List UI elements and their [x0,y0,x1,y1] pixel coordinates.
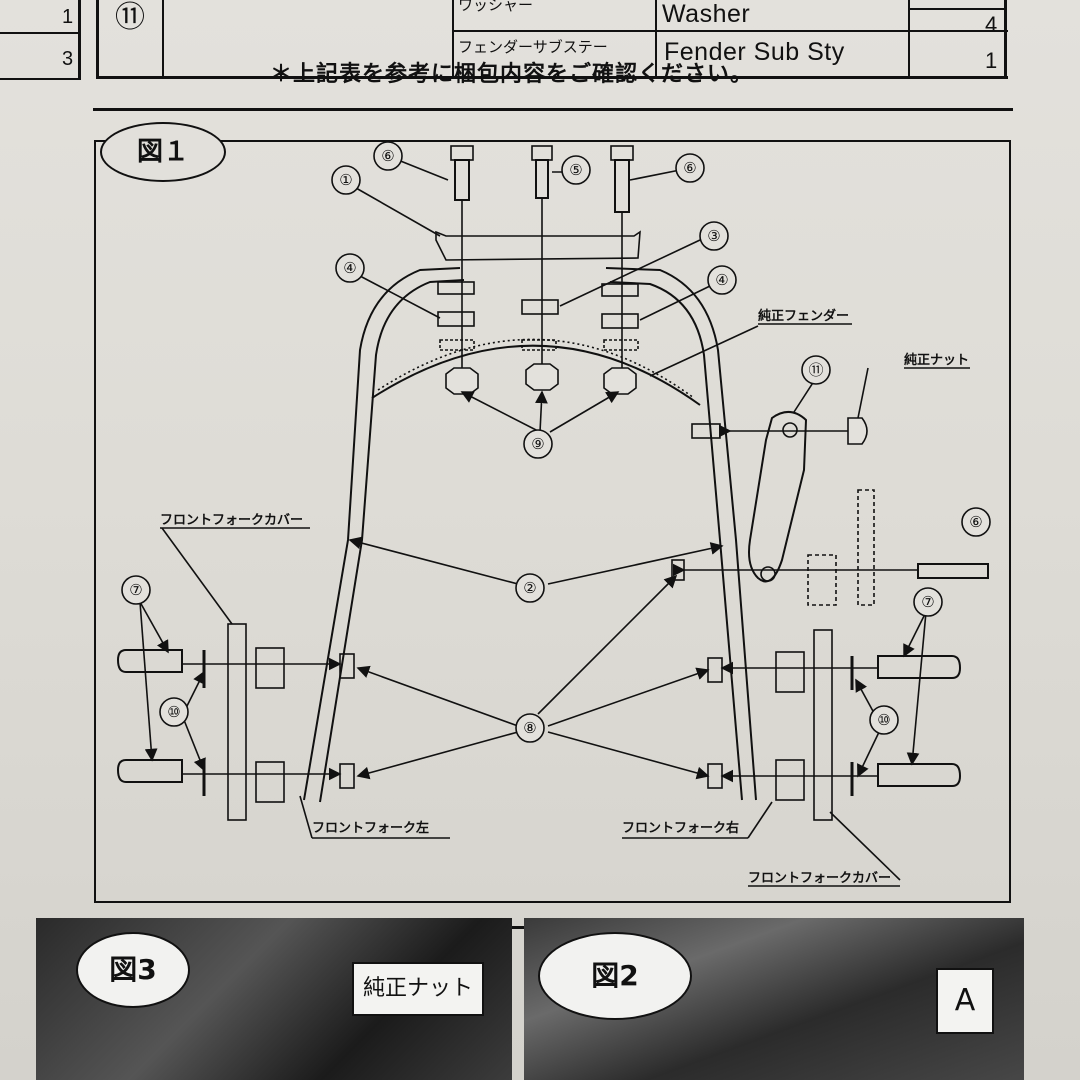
washer-en: Washer [662,0,751,28]
fender-sub-stay [748,411,808,583]
label-fork-left: フロントフォーク左 [312,820,429,836]
callout-4-a: ④ [343,260,356,277]
figure-2-label-a: A [936,968,994,1034]
label-fork-cover-left: フロントフォークカバー [160,513,303,528]
part-number-11: ⑪ [115,1,145,34]
confirm-contents-note: ＊上記表を参考に梱包内容をご確認ください。 [270,62,754,87]
figure-1-title: 図１ [100,122,226,182]
parts-table: 1 3 ⑪ ワッシャー Washer 4 フェンダーサブステー Fender S… [0,0,1080,80]
fender-sub-stay-en: Fender Sub Sty [664,38,845,66]
figure-3-title: 図3 [76,932,190,1008]
callout-4-b: ④ [715,272,728,289]
label-fork-cover-right: フロントフォークカバー [748,871,891,886]
label-oem-nut: 純正ナット [904,352,969,368]
callout-10-a: ⑩ [167,704,180,721]
figure-3-oem-nut-label: 純正ナット [352,962,484,1016]
oem-fender-arc [371,344,701,406]
fender-sub-stay-qty: 1 [985,48,998,73]
callout-5: ⑤ [569,162,582,179]
left-qty-2: 3 [62,48,74,70]
washer-qty: 4 [985,12,998,37]
callout-7-b: ⑦ [921,594,934,611]
callout-7-a: ⑦ [129,582,142,599]
fork-cover-right [813,629,833,821]
callout-9: ⑨ [531,436,544,453]
top-bracket-plate [435,230,641,261]
callout-11: ⑪ [808,362,823,379]
figure-3-photo: 図3 純正ナット [36,918,512,1080]
washer-jp: ワッシャー [458,0,534,14]
callout-2: ② [523,580,536,597]
callout-6-a: ⑥ [381,148,394,165]
callout-6-c: ⑥ [969,514,982,531]
callout-6-b: ⑥ [683,160,696,177]
left-qty-1: 1 [62,6,74,28]
label-fork-right: フロントフォーク右 [622,820,739,836]
callout-3: ③ [707,228,720,245]
main-stay-left [303,267,461,801]
figure-1-panel [94,140,1011,903]
callout-1: ① [339,172,352,189]
figure-2-title: 図2 [538,932,692,1020]
figure-2-photo: 図2 A [524,918,1024,1080]
callout-10-b: ⑩ [877,712,890,729]
fender-sub-stay-jp: フェンダーサブステー [458,38,608,56]
fork-cover-left [227,623,247,821]
callout-8: ⑧ [523,720,536,737]
main-stay-right [609,281,743,801]
label-oem-fender: 純正フェンダー [758,308,849,324]
